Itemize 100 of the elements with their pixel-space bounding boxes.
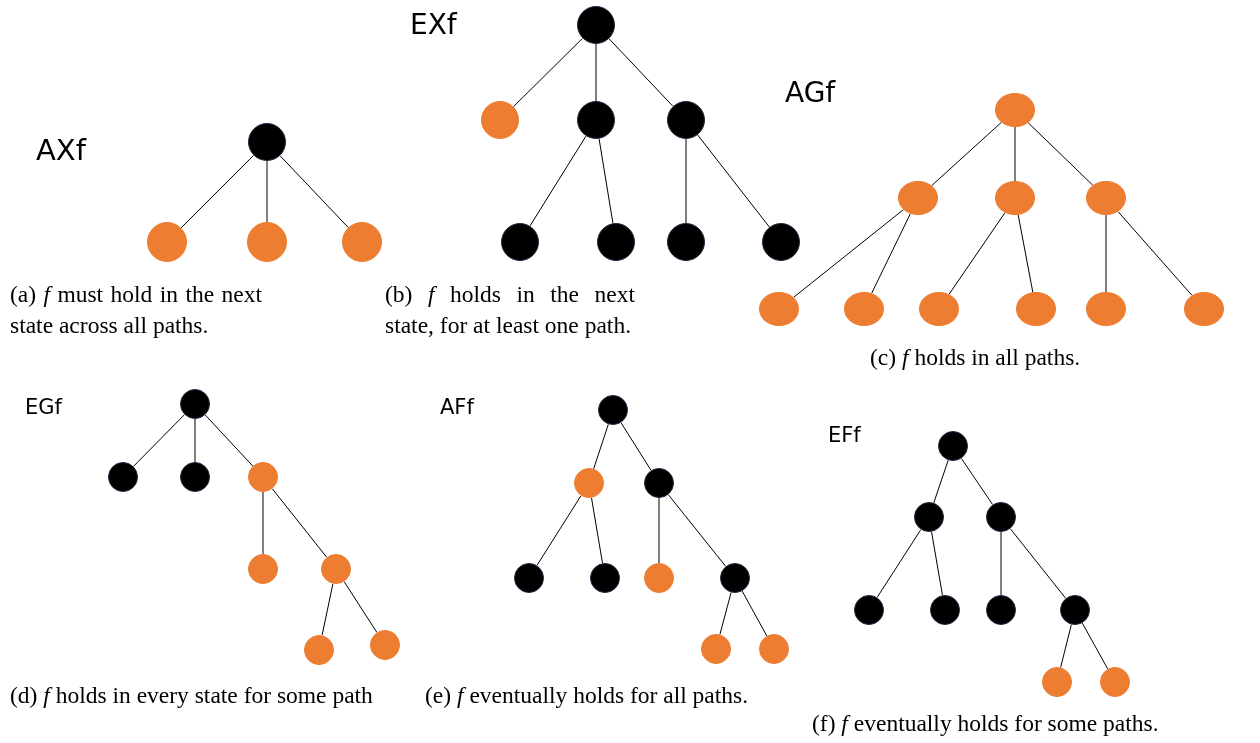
tree-edge [667, 494, 727, 567]
state-circle [321, 554, 351, 584]
tree-edge [180, 154, 255, 229]
state-circle [1060, 595, 1090, 625]
tree-edge [1081, 622, 1109, 670]
state-circle [481, 101, 519, 139]
caption: (f) f eventually holds for some paths. [812, 709, 1159, 738]
tree-edge [536, 495, 582, 566]
tree-edge [871, 213, 911, 294]
state-circle [577, 101, 615, 139]
state-circle [759, 292, 799, 326]
tree-edge [876, 529, 922, 598]
tree-edge [931, 531, 943, 596]
state-circle [720, 563, 750, 593]
state-circle [1042, 667, 1072, 697]
caption: (a) f must hold in the next state across all paths. [10, 280, 262, 340]
tree-edge [685, 138, 687, 224]
state-circle [644, 468, 674, 498]
state-circle [762, 223, 800, 261]
tree-edge [266, 160, 268, 223]
state-circle [667, 101, 705, 139]
tree-edge [593, 423, 609, 470]
state-circle [590, 563, 620, 593]
tree-edge [513, 37, 583, 108]
tree-edge [658, 497, 660, 564]
state-circle [147, 222, 187, 262]
tree-edge [793, 209, 904, 298]
state-circle [248, 123, 286, 161]
tree-edge [741, 590, 768, 637]
formula-label: EXf [410, 8, 457, 41]
state-circle [930, 595, 960, 625]
state-circle [1016, 292, 1056, 326]
tree-edge [960, 457, 994, 506]
tree-edge [948, 212, 1006, 295]
state-circle [180, 389, 210, 419]
state-circle [304, 635, 334, 665]
formula-label: AFf [440, 395, 474, 419]
tree-edge [279, 155, 349, 228]
state-circle [574, 468, 604, 498]
state-circle [919, 292, 959, 326]
state-circle [108, 462, 138, 492]
tree-edge [1000, 531, 1002, 596]
state-circle [1086, 181, 1126, 215]
tree-edge [1027, 122, 1094, 186]
state-circle [844, 292, 884, 326]
tree-edge [1105, 214, 1107, 293]
formula-label: EGf [25, 395, 62, 419]
tree-edge [591, 497, 603, 564]
caption: (b) f holds in the next state, for at least one path. [385, 280, 635, 340]
state-circle [995, 93, 1035, 127]
tree-edge [529, 135, 587, 227]
state-circle [514, 563, 544, 593]
state-circle [938, 431, 968, 461]
tree-edge [204, 414, 254, 467]
tree-edge [321, 583, 334, 636]
state-circle [577, 6, 615, 44]
caption: (d) f holds in every state for some path [10, 681, 374, 710]
state-circle [914, 502, 944, 532]
state-circle [898, 181, 938, 215]
tree-edge [271, 488, 328, 558]
tree-edge [194, 418, 196, 463]
formula-label: AGf [785, 76, 836, 109]
state-circle [342, 222, 382, 262]
state-circle [1184, 292, 1224, 326]
tree-edge [343, 581, 378, 633]
state-circle [248, 554, 278, 584]
tree-edge [595, 43, 597, 102]
state-circle [701, 634, 731, 664]
tree-edge [719, 592, 732, 635]
state-circle [248, 462, 278, 492]
formula-label: EFf [828, 423, 861, 447]
state-circle [247, 222, 287, 262]
state-circle [667, 223, 705, 261]
state-circle [986, 502, 1016, 532]
tree-edge [608, 38, 674, 107]
state-circle [995, 181, 1035, 215]
caption: (e) f eventually holds for all paths. [425, 681, 750, 710]
state-circle [644, 563, 674, 593]
tree-edge [1009, 528, 1067, 599]
tree-edge [931, 121, 1002, 187]
tree-edge [697, 134, 770, 228]
tree-edge [1060, 624, 1072, 668]
tree-edge [262, 491, 264, 555]
state-circle [597, 223, 635, 261]
state-circle [370, 630, 400, 660]
state-circle [598, 395, 628, 425]
state-circle [501, 223, 539, 261]
tree-edge [1014, 126, 1016, 182]
formula-label: AXf [36, 133, 86, 167]
state-circle [759, 634, 789, 664]
tree-edge [1117, 211, 1193, 296]
tree-edge [1017, 214, 1034, 293]
state-circle [1086, 292, 1126, 326]
state-circle [986, 595, 1016, 625]
state-circle [180, 462, 210, 492]
state-circle [854, 595, 884, 625]
tree-edge [598, 138, 614, 224]
tree-edge [620, 422, 652, 471]
caption: (c) f holds in all paths. [870, 343, 1081, 372]
tree-edge [933, 459, 949, 504]
